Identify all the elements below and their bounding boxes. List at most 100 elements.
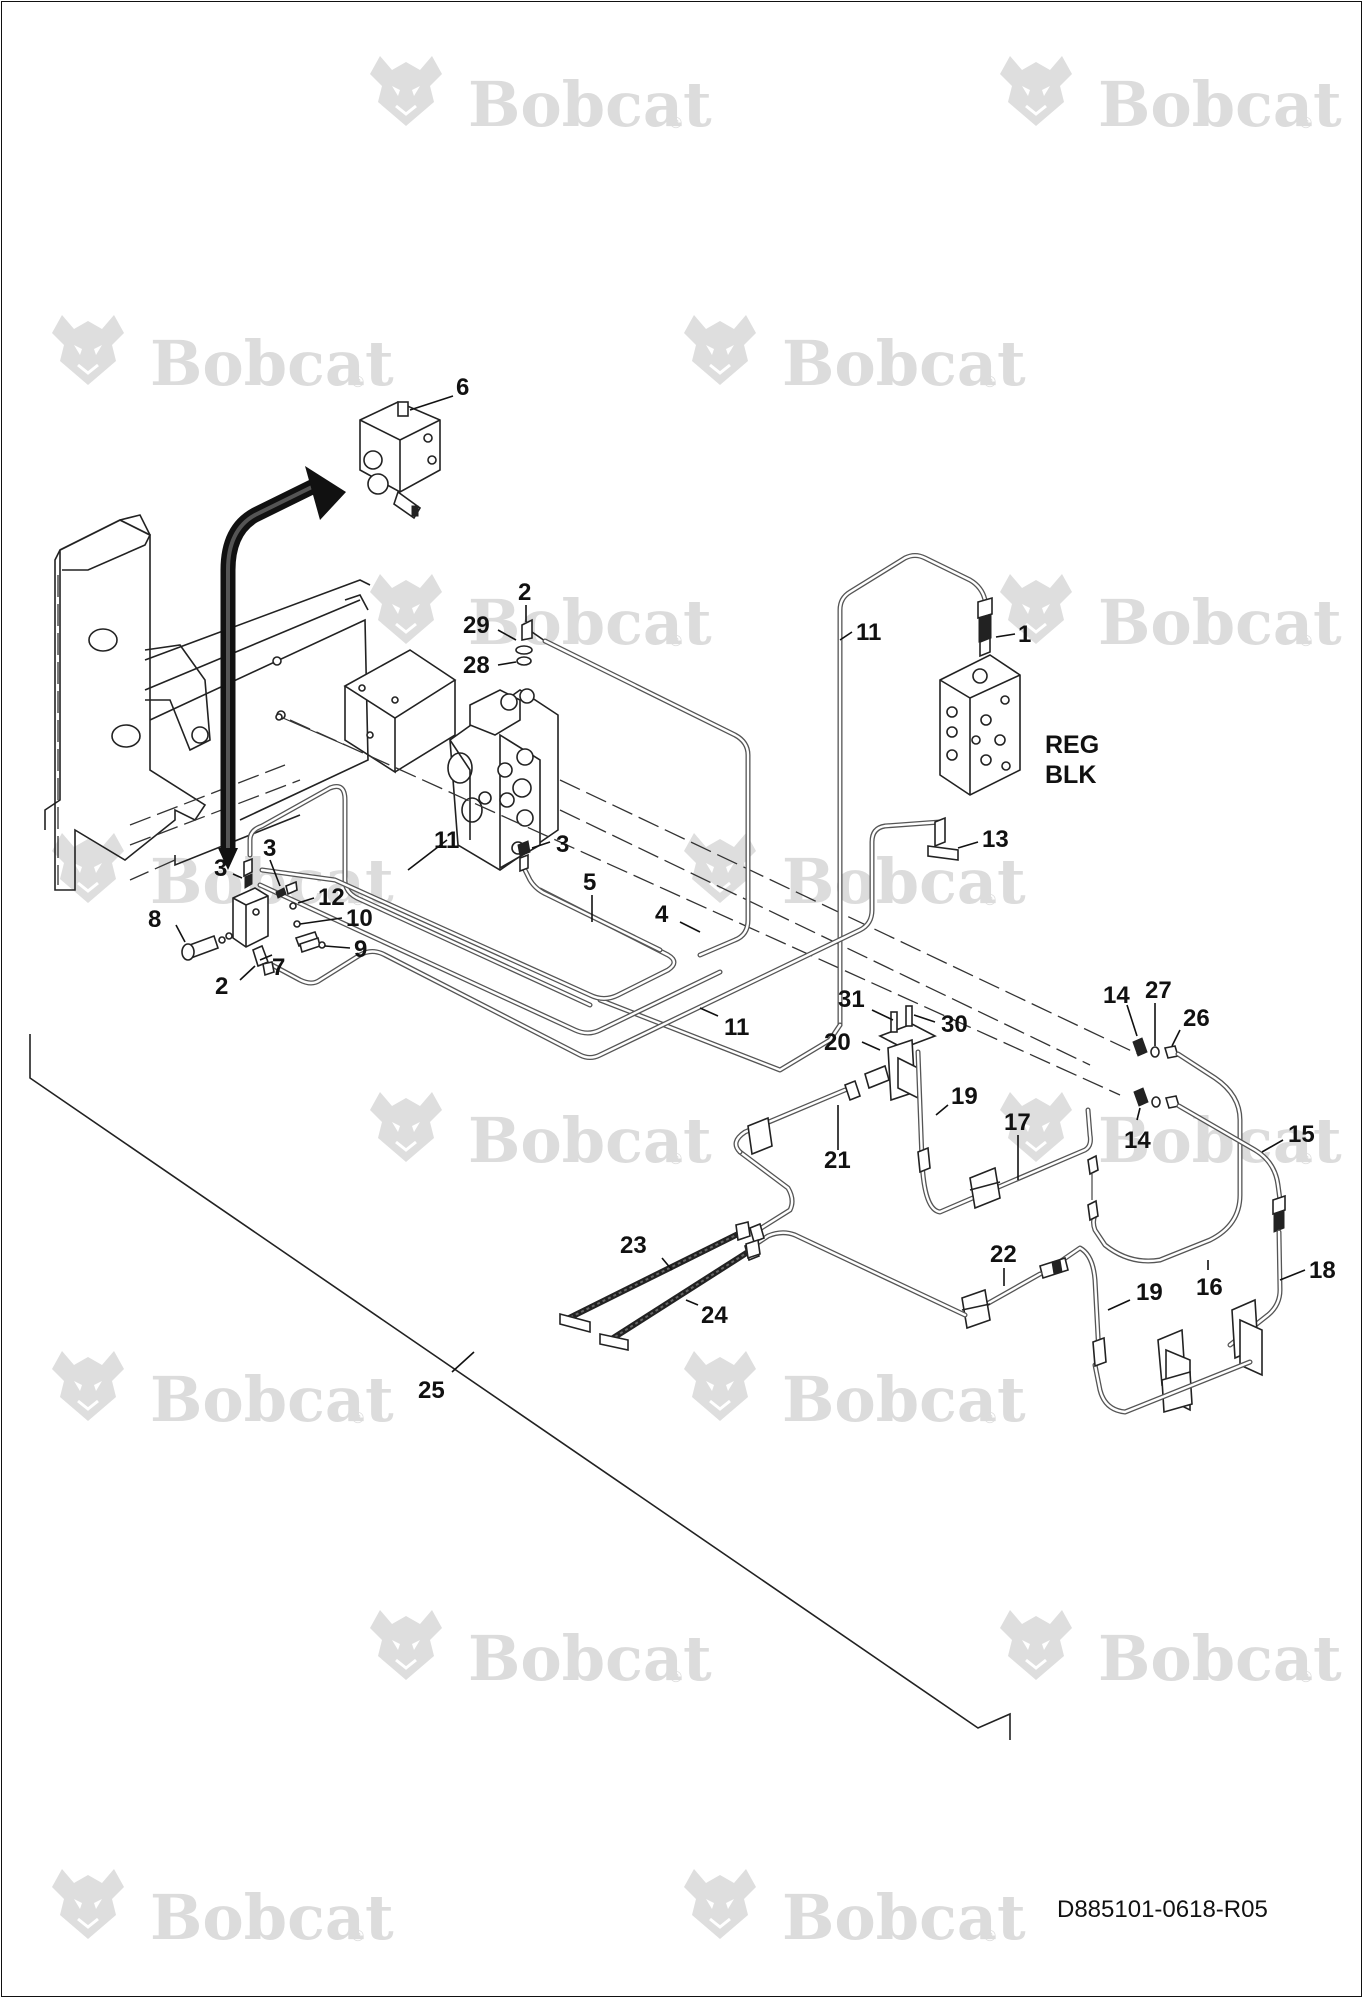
watermark-tile: Bobcat® (368, 1090, 712, 1177)
reg-blk-label-line1: REG (1045, 731, 1099, 759)
callout-11-upper: 11 (856, 619, 881, 646)
callout-3-left-a: 3 (214, 855, 227, 882)
svg-text:®: ® (984, 374, 996, 391)
svg-text:Bobcat: Bobcat (1098, 1622, 1342, 1695)
centerline (559, 779, 1141, 1056)
watermark-tile: Bobcat® (50, 1867, 394, 1954)
svg-text:Bobcat: Bobcat (150, 327, 394, 400)
watermark-tile: Bobcat® (368, 572, 712, 659)
callout-10: 10 (346, 905, 373, 932)
callout-19-lower: 19 (1136, 1279, 1163, 1306)
svg-text:Bobcat: Bobcat (782, 1363, 1026, 1436)
callout-12: 12 (318, 884, 345, 911)
callout-26: 26 (1183, 1005, 1210, 1032)
callout-7: 7 (272, 954, 285, 981)
svg-text:Bobcat: Bobcat (468, 586, 712, 659)
callout-29: 29 (463, 612, 490, 639)
callout-16: 16 (1196, 1274, 1223, 1301)
centerline (289, 719, 1121, 1096)
svg-text:Bobcat: Bobcat (782, 327, 1026, 400)
svg-text:®: ® (352, 1928, 364, 1945)
watermark-tile: Bobcat® (368, 1608, 712, 1695)
svg-text:Bobcat: Bobcat (1098, 68, 1342, 141)
watermark-tile: Bobcat® (998, 1608, 1342, 1695)
callout-2-left: 2 (215, 973, 228, 1000)
leader-6 (409, 395, 454, 411)
callout-28: 28 (463, 652, 490, 679)
callout-14-upper: 14 (1103, 982, 1130, 1009)
fitting-13 (927, 816, 959, 861)
callout-27: 27 (1145, 977, 1172, 1004)
fitting-top (515, 618, 546, 666)
callout-21: 21 (824, 1147, 851, 1174)
document-id: D885101-0618-R05 (1057, 1896, 1268, 1923)
svg-text:®: ® (670, 1669, 682, 1686)
callout-17: 17 (1004, 1109, 1031, 1136)
callout-18: 18 (1309, 1257, 1336, 1284)
fitting-3-valve (517, 840, 531, 873)
callout-25: 25 (418, 1377, 445, 1404)
svg-text:®: ® (984, 892, 996, 909)
callout-20: 20 (824, 1029, 851, 1056)
svg-text:Bobcat: Bobcat (468, 1622, 712, 1695)
watermark-tile: Bobcat® (50, 1349, 394, 1436)
svg-text:®: ® (984, 1410, 996, 1427)
watermark-tile: Bobcat® (682, 1349, 1026, 1436)
watermark-tile: Bobcat® (682, 831, 1026, 918)
reference-arrow (218, 466, 346, 870)
watermark-tile: Bobcat® (998, 572, 1342, 659)
callout-22: 22 (990, 1241, 1017, 1268)
callout-23: 23 (620, 1232, 647, 1259)
svg-text:Bobcat: Bobcat (150, 845, 394, 918)
callout-3-left-b: 3 (263, 835, 276, 862)
svg-text:Bobcat: Bobcat (468, 68, 712, 141)
base-outline-part-25 (29, 1034, 1011, 1740)
watermark-tile: Bobcat® (998, 54, 1342, 141)
svg-text:®: ® (352, 1410, 364, 1427)
callout-31: 31 (838, 986, 865, 1013)
fitting-1 (977, 596, 993, 658)
svg-text:Bobcat: Bobcat (782, 1881, 1026, 1954)
svg-text:Bobcat: Bobcat (150, 1881, 394, 1954)
svg-text:®: ® (984, 1928, 996, 1945)
callout-9: 9 (354, 936, 367, 963)
regulator-block (939, 654, 1021, 796)
callout-24: 24 (701, 1302, 728, 1329)
reg-blk-label-line2: BLK (1045, 761, 1096, 789)
watermark-tile: Bobcat® (682, 1867, 1026, 1954)
callout-15: 15 (1288, 1121, 1315, 1148)
svg-text:®: ® (1300, 115, 1312, 132)
boom-frame (44, 514, 371, 891)
left-manifold (181, 857, 326, 977)
svg-text:®: ® (352, 374, 364, 391)
svg-text:®: ® (670, 633, 682, 650)
callout-11-left: 11 (434, 827, 459, 854)
svg-text:Bobcat: Bobcat (1098, 586, 1342, 659)
svg-text:®: ® (1300, 1669, 1312, 1686)
callout-3-valve: 3 (556, 831, 569, 858)
control-valve (447, 688, 559, 871)
callout-8: 8 (148, 906, 161, 933)
watermark-tile: Bobcat® (368, 54, 712, 141)
svg-text:®: ® (670, 115, 682, 132)
callout-6: 6 (456, 374, 469, 401)
callout-2-top: 2 (518, 579, 531, 606)
watermark-tile: Bobcat® (682, 313, 1026, 400)
watermark-layer: Bobcat® Bobcat® Bobcat® Bobcat® Bobcat® … (50, 54, 1342, 1954)
tube-lines (247, 553, 988, 1073)
callout-13: 13 (982, 826, 1009, 853)
callout-11-bottom: 11 (724, 1014, 749, 1041)
valve-part-6 (359, 401, 441, 520)
callout-5: 5 (583, 869, 596, 896)
watermark-tile: Bobcat® (50, 313, 394, 400)
callout-19-upper: 19 (951, 1083, 978, 1110)
svg-text:®: ® (670, 1151, 682, 1168)
callout-14-lower: 14 (1124, 1127, 1151, 1154)
callout-4: 4 (655, 901, 669, 928)
right-hose-assembly (559, 1005, 1286, 1415)
svg-text:®: ® (1300, 1151, 1312, 1168)
callout-30: 30 (941, 1011, 968, 1038)
